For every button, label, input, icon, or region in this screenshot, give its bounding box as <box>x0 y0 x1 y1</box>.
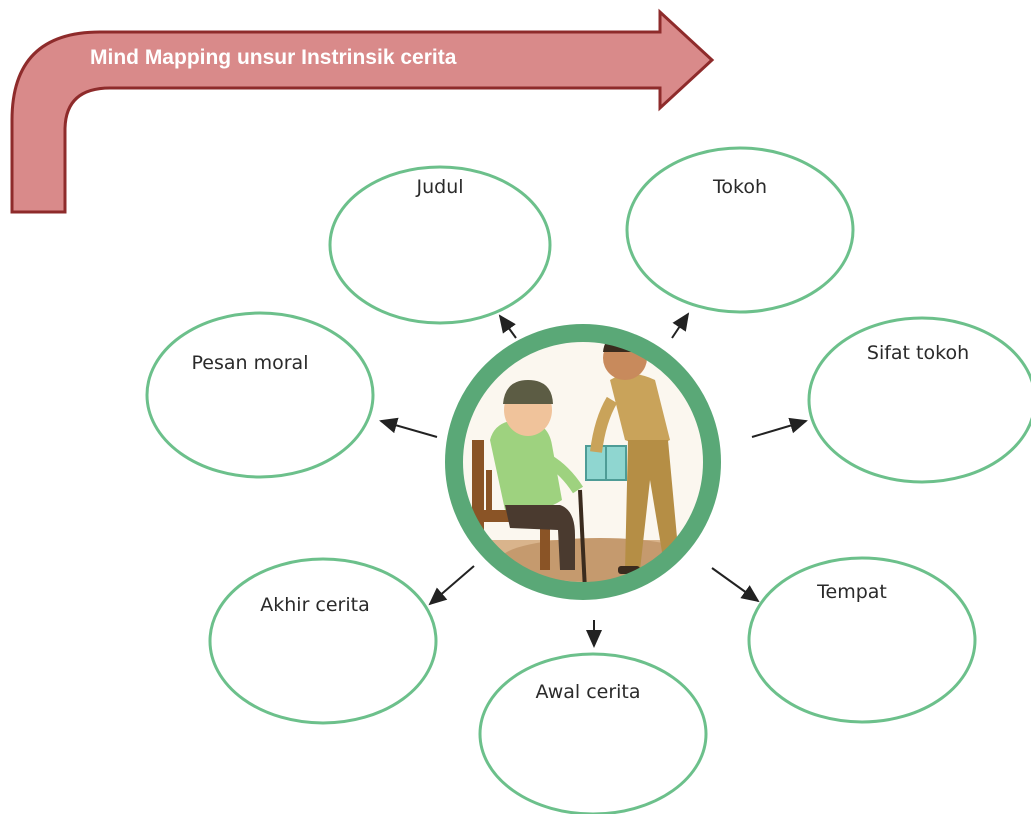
node-label-tempat: Tempat <box>817 581 887 603</box>
arrow-tempat <box>711 567 760 603</box>
center-ring <box>445 324 721 600</box>
arrow-tokoh <box>671 312 690 339</box>
node-ellipse-akhir-cerita <box>208 557 438 725</box>
node-ellipse-tokoh <box>625 146 855 314</box>
node-ellipse-awal-cerita <box>478 652 708 814</box>
node-label-awal-cerita: Awal cerita <box>535 681 641 703</box>
arrow-judul <box>498 314 517 339</box>
gift-box <box>585 445 627 481</box>
old-man-figure <box>490 380 587 583</box>
arrow-pesan-moral <box>379 417 438 438</box>
banner-arrow <box>10 8 715 214</box>
node-label-pesan-moral: Pesan moral <box>191 352 309 374</box>
node-ellipse-sifat-tokoh <box>807 316 1031 484</box>
node-ellipse-judul <box>328 165 552 325</box>
banner-title: Mind Mapping unsur Instrinsik cerita <box>90 46 457 69</box>
node-label-tokoh: Tokoh <box>713 176 767 198</box>
node-ellipse-pesan-moral <box>145 311 375 479</box>
node-label-akhir-cerita: Akhir cerita <box>260 594 370 616</box>
arrow-sifat-tokoh <box>751 417 808 438</box>
node-label-sifat-tokoh: Sifat tokoh <box>866 342 970 364</box>
node-ellipse-tempat <box>747 556 977 724</box>
center-illustration <box>445 324 721 600</box>
node-label-judul: Judul <box>416 176 464 198</box>
arrow-akhir-cerita <box>428 565 475 606</box>
